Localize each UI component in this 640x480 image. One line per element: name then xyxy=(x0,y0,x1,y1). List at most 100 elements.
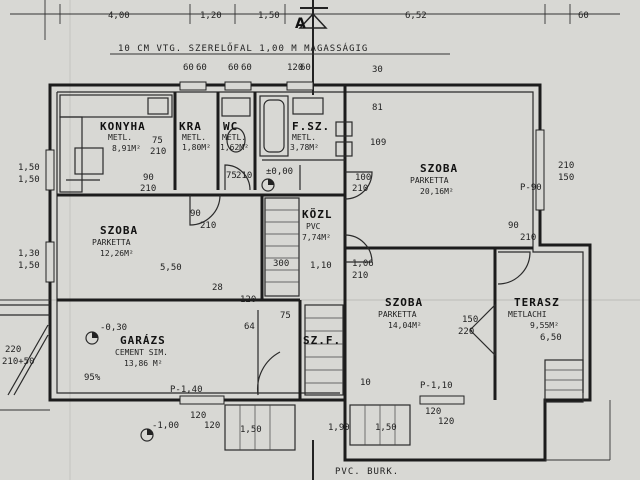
dim-190: 1,90 xyxy=(328,423,350,433)
dim-90-s: 90 xyxy=(190,209,201,219)
pvc-note: PVC. BURK. xyxy=(335,467,399,477)
dim-window-2a: 60 xyxy=(228,63,239,73)
terrace-stairs xyxy=(544,359,584,403)
dim-p110: P-1,10 xyxy=(420,381,453,391)
dim-p90: P-90 xyxy=(520,183,542,193)
dim-110: 1,10 xyxy=(310,261,332,271)
section-marker-top xyxy=(298,0,328,95)
dim-kitchen-75: 75 xyxy=(152,136,163,146)
level-marker-garage xyxy=(85,331,99,345)
room-terasz-name: TERASZ xyxy=(514,296,560,309)
room-szoba2-floor: PARKETTA xyxy=(92,238,131,247)
dim-90: 90 xyxy=(143,173,154,183)
dim-210-right: 210 xyxy=(558,161,574,171)
dim-210-d: 210 xyxy=(352,184,368,194)
section-marker-label: A xyxy=(295,16,306,32)
dim-210-b: 210 xyxy=(140,184,156,194)
windows xyxy=(45,81,545,405)
dim-75-wc: 75 xyxy=(226,171,237,181)
room-kamra-name: KRA xyxy=(179,120,202,133)
room-szoba1-name: SZOBA xyxy=(420,162,458,175)
dim-level-outside: -1,00 xyxy=(152,421,179,431)
room-furdo-name: F.SZ. xyxy=(292,120,330,133)
dim-130-left: 1,30 xyxy=(18,249,40,259)
staircase xyxy=(264,197,344,396)
wall-note: 10 CM VTG. SZERELŐFAL 1,00 M MAGASSÁGIG xyxy=(118,42,368,54)
room-szoba3-floor: PARKETTA xyxy=(378,310,417,319)
dim-window-1b: 60 xyxy=(196,63,207,73)
room-garazs-name: GARÁZS xyxy=(120,334,166,347)
dim-210-e: 210 xyxy=(352,271,368,281)
dim-10: 10 xyxy=(360,378,371,388)
dim-75-g: 75 xyxy=(280,311,291,321)
dim-150-g: 150 xyxy=(462,315,478,325)
dim-120-h: 120 xyxy=(190,411,206,421)
dim-window-1a: 60 xyxy=(183,63,194,73)
room-wc-floor: METL. xyxy=(222,133,246,142)
room-kamra-floor: METL. xyxy=(182,133,206,142)
dim-650: 6,50 xyxy=(540,333,562,343)
room-garazs-floor: CEMENT SIM. xyxy=(115,348,168,357)
dim-550: 5,50 xyxy=(160,263,182,273)
dim-level-garage: -0,30 xyxy=(100,323,127,333)
room-wc-area: 1,62M² xyxy=(220,143,249,152)
bathroom-fixtures xyxy=(221,95,353,157)
dim-210-50: 210+50 xyxy=(2,357,35,367)
dim-120-j: 120 xyxy=(425,407,441,417)
dim-top-400: 4,00 xyxy=(108,11,130,21)
dim-150-left-a: 1,50 xyxy=(18,163,40,173)
dim-120-i: 120 xyxy=(204,421,220,431)
dim-81: 81 xyxy=(372,103,383,113)
dim-210-s: 210 xyxy=(200,221,216,231)
dim-90-t: 90 xyxy=(508,221,519,231)
dim-150-left-c: 1,50 xyxy=(18,261,40,271)
dim-30: 30 xyxy=(372,65,383,75)
kitchen-fixtures xyxy=(59,94,173,193)
room-wc-name: WC xyxy=(223,120,238,133)
dim-100: 100 xyxy=(355,173,371,183)
top-dimension-chain xyxy=(10,0,620,40)
room-kozl-name: KÖZL xyxy=(302,207,333,221)
dim-kitchen-210: 210 xyxy=(150,147,166,157)
garage-exterior xyxy=(0,299,50,396)
dim-28: 28 xyxy=(212,283,223,293)
room-kozl-floor: PVC xyxy=(306,222,321,231)
door-swings xyxy=(189,164,531,396)
room-szoba1-area: 20,16M² xyxy=(420,187,454,196)
dim-300: 300 xyxy=(273,259,289,269)
room-konyha-area: 8,91M² xyxy=(112,144,141,153)
dim-150-b: 1,50 xyxy=(240,425,262,435)
room-garazs-area: 13,86 M² xyxy=(124,359,163,368)
dim-150-b2: 1,50 xyxy=(375,423,397,433)
room-szoba3-name: SZOBA xyxy=(385,296,423,309)
room-kozl-area: 7,74M² xyxy=(302,233,331,242)
room-furdo-floor: METL. xyxy=(292,133,316,142)
dim-window-3b: 60 xyxy=(300,63,311,73)
dim-220-left: 220 xyxy=(5,345,21,355)
level-marker-0 xyxy=(261,178,275,192)
room-terasz-floor: METLACHI xyxy=(508,310,547,319)
dim-120-k: 120 xyxy=(438,417,454,427)
dim-120-g: 120 xyxy=(240,295,256,305)
room-szoba2-area: 12,26M² xyxy=(100,249,134,258)
dim-p140: P-1,40 xyxy=(170,385,203,395)
room-konyha-name: KONYHA xyxy=(100,120,146,133)
dim-64: 64 xyxy=(244,322,255,332)
room-szoba1-floor: PARKETTA xyxy=(410,176,449,185)
dim-window-3a: 120 xyxy=(287,63,303,73)
room-furdo-area: 3,78M² xyxy=(290,143,319,152)
level-marker-outside xyxy=(140,428,154,442)
dim-95-percent: 95% xyxy=(84,373,101,383)
dim-top-120: 1,20 xyxy=(200,11,222,21)
entrance-steps xyxy=(224,404,411,451)
dim-top-60: 60 xyxy=(578,11,589,21)
room-konyha-floor: METL. xyxy=(108,133,132,142)
dim-109: 109 xyxy=(370,138,386,148)
dim-210-t: 210 xyxy=(520,233,536,243)
dim-106: 1,06 xyxy=(352,259,374,269)
dim-210-wc: 210 xyxy=(236,171,252,181)
dim-top-150: 1,50 xyxy=(258,11,280,21)
room-szoba3-area: 14,04M² xyxy=(388,321,422,330)
dim-top-652: 6,52 xyxy=(405,11,427,21)
